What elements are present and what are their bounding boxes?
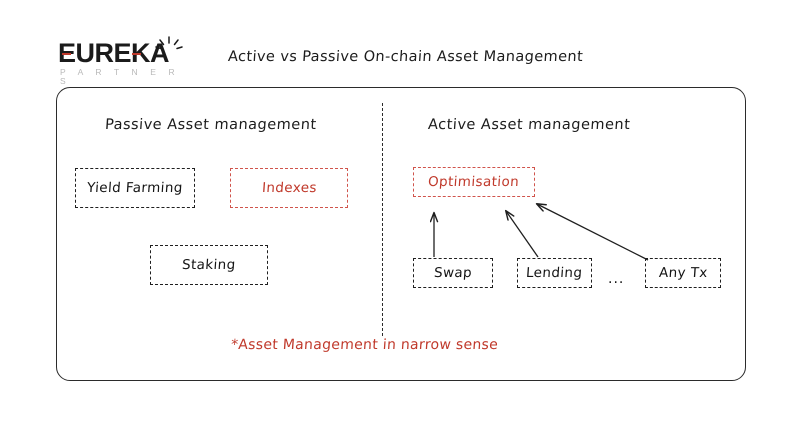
node-indexes[interactable]: Indexes [230, 168, 348, 208]
node-ellipsis: ... [608, 271, 625, 287]
brand-logo: EUREKA P A R T N E R S [58, 36, 190, 85]
node-optimisation-label: Optimisation [427, 174, 521, 190]
node-indexes-label: Indexes [260, 180, 317, 196]
node-optimisation[interactable]: Optimisation [413, 167, 535, 197]
node-lending[interactable]: Lending [517, 258, 592, 288]
page-title: Active vs Passive On-chain Asset Managem… [227, 49, 584, 65]
brand-name: EUREKA [58, 38, 170, 68]
node-yield-farming[interactable]: Yield Farming [75, 168, 195, 208]
brand-tagline: P A R T N E R S [60, 67, 180, 86]
active-column-heading: Active Asset management [427, 117, 631, 133]
node-staking[interactable]: Staking [150, 245, 268, 285]
node-swap[interactable]: Swap [413, 258, 493, 288]
node-staking-label: Staking [181, 257, 237, 273]
column-divider [382, 103, 383, 336]
logo-accent-dash-right [132, 53, 141, 56]
footnote: *Asset Management in narrow sense [230, 337, 499, 353]
node-yield-farming-label: Yield Farming [86, 180, 184, 196]
node-any-tx[interactable]: Any Tx [645, 258, 721, 288]
node-swap-label: Swap [433, 265, 473, 281]
node-lending-label: Lending [525, 265, 584, 281]
spark-icon [155, 36, 183, 50]
logo-accent-dash-left [62, 53, 71, 56]
node-any-tx-label: Any Tx [658, 265, 708, 281]
passive-column-heading: Passive Asset management [104, 117, 318, 133]
